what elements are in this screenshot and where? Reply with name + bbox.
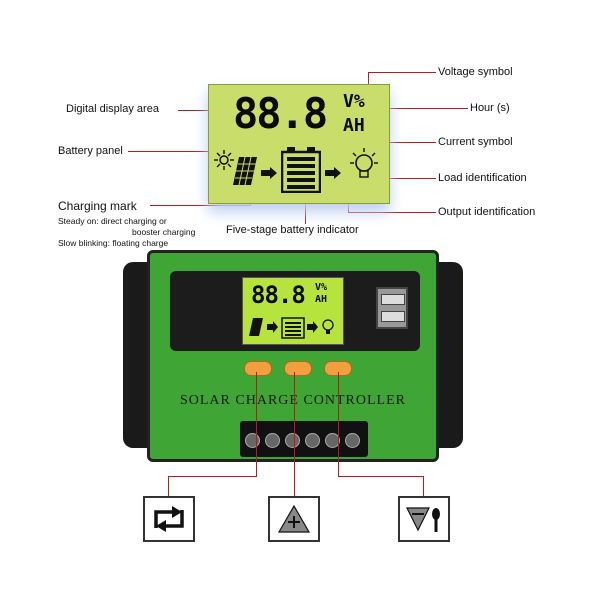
label-five-stage: Five-stage battery indicator (226, 224, 359, 236)
line-output (348, 212, 436, 213)
label-battery-panel: Battery panel (58, 145, 123, 157)
label-current-symbol: Current symbol (438, 136, 513, 148)
battery-icon (281, 147, 321, 193)
mini-lcd-unit-top: V% (315, 282, 328, 293)
arrow-right-icon (261, 167, 277, 179)
mini-lcd-unit-bottom: AH (315, 294, 328, 305)
mini-lcd: 88.8 V% AH (242, 277, 344, 345)
lcd-unit-top: V% (343, 91, 365, 112)
line-charging (150, 205, 250, 206)
label-voltage-symbol: Voltage symbol (438, 66, 513, 78)
down-load-icon-box (398, 496, 450, 542)
arrow-right-icon (325, 167, 341, 179)
display-panel: 88.8 V% AH (170, 271, 420, 351)
label-charging-mark: Charging mark (58, 199, 137, 213)
terminal (265, 433, 280, 448)
charging-note-3: Slow blinking: floating charge (58, 238, 169, 248)
line-up-button (294, 372, 295, 496)
line-voltage (368, 72, 436, 73)
charging-note-1: Steady on: direct charging or (58, 216, 167, 226)
down-load-icon (406, 507, 440, 532)
lcd-unit-bottom: AH (343, 115, 365, 136)
sun-icon (214, 150, 234, 170)
line-load (376, 178, 436, 179)
terminal-block (240, 421, 368, 457)
line-menu-down (168, 476, 169, 496)
line-down-horizontal (338, 476, 424, 477)
bulb-icon (350, 148, 378, 178)
device-title: SOLAR CHARGE CONTROLLER (179, 393, 406, 408)
line-down-button (338, 372, 339, 476)
charge-controller-device: 88.8 V% AH SOLAR CHARGE CO (123, 250, 463, 462)
terminal (305, 433, 320, 448)
line-display (178, 110, 230, 111)
usb-ports[interactable] (376, 287, 408, 329)
lcd-digits: 88.8 (233, 89, 328, 138)
up-plus-icon-box (268, 496, 320, 542)
line-down-down (423, 476, 424, 496)
menu-button[interactable] (244, 361, 272, 376)
lcd-display: 88.8 V% AH (208, 84, 390, 204)
solar-panel-icon (233, 156, 257, 186)
label-load-identification: Load identification (438, 172, 527, 184)
label-hours: Hour (s) (470, 102, 510, 114)
line-hours (372, 108, 468, 109)
line-current (380, 142, 436, 143)
line-battery-panel (128, 151, 210, 152)
cycle-icon (154, 506, 184, 532)
controller-body: 88.8 V% AH SOLAR CHARGE CO (147, 250, 439, 462)
up-button[interactable] (284, 361, 312, 376)
terminal (285, 433, 300, 448)
mini-lcd-digits: 88.8 (251, 281, 306, 309)
cycle-icon-box (143, 496, 195, 542)
up-plus-icon (277, 504, 311, 533)
terminal (325, 433, 340, 448)
line-menu-horizontal (168, 476, 257, 477)
terminal (245, 433, 260, 448)
line-menu-button (256, 372, 257, 476)
label-digital-display-area: Digital display area (66, 103, 159, 115)
mini-status-icons (249, 317, 334, 339)
charging-note-2: booster charging (132, 227, 196, 237)
terminal (345, 433, 360, 448)
label-output-identification: Output identification (438, 206, 536, 218)
